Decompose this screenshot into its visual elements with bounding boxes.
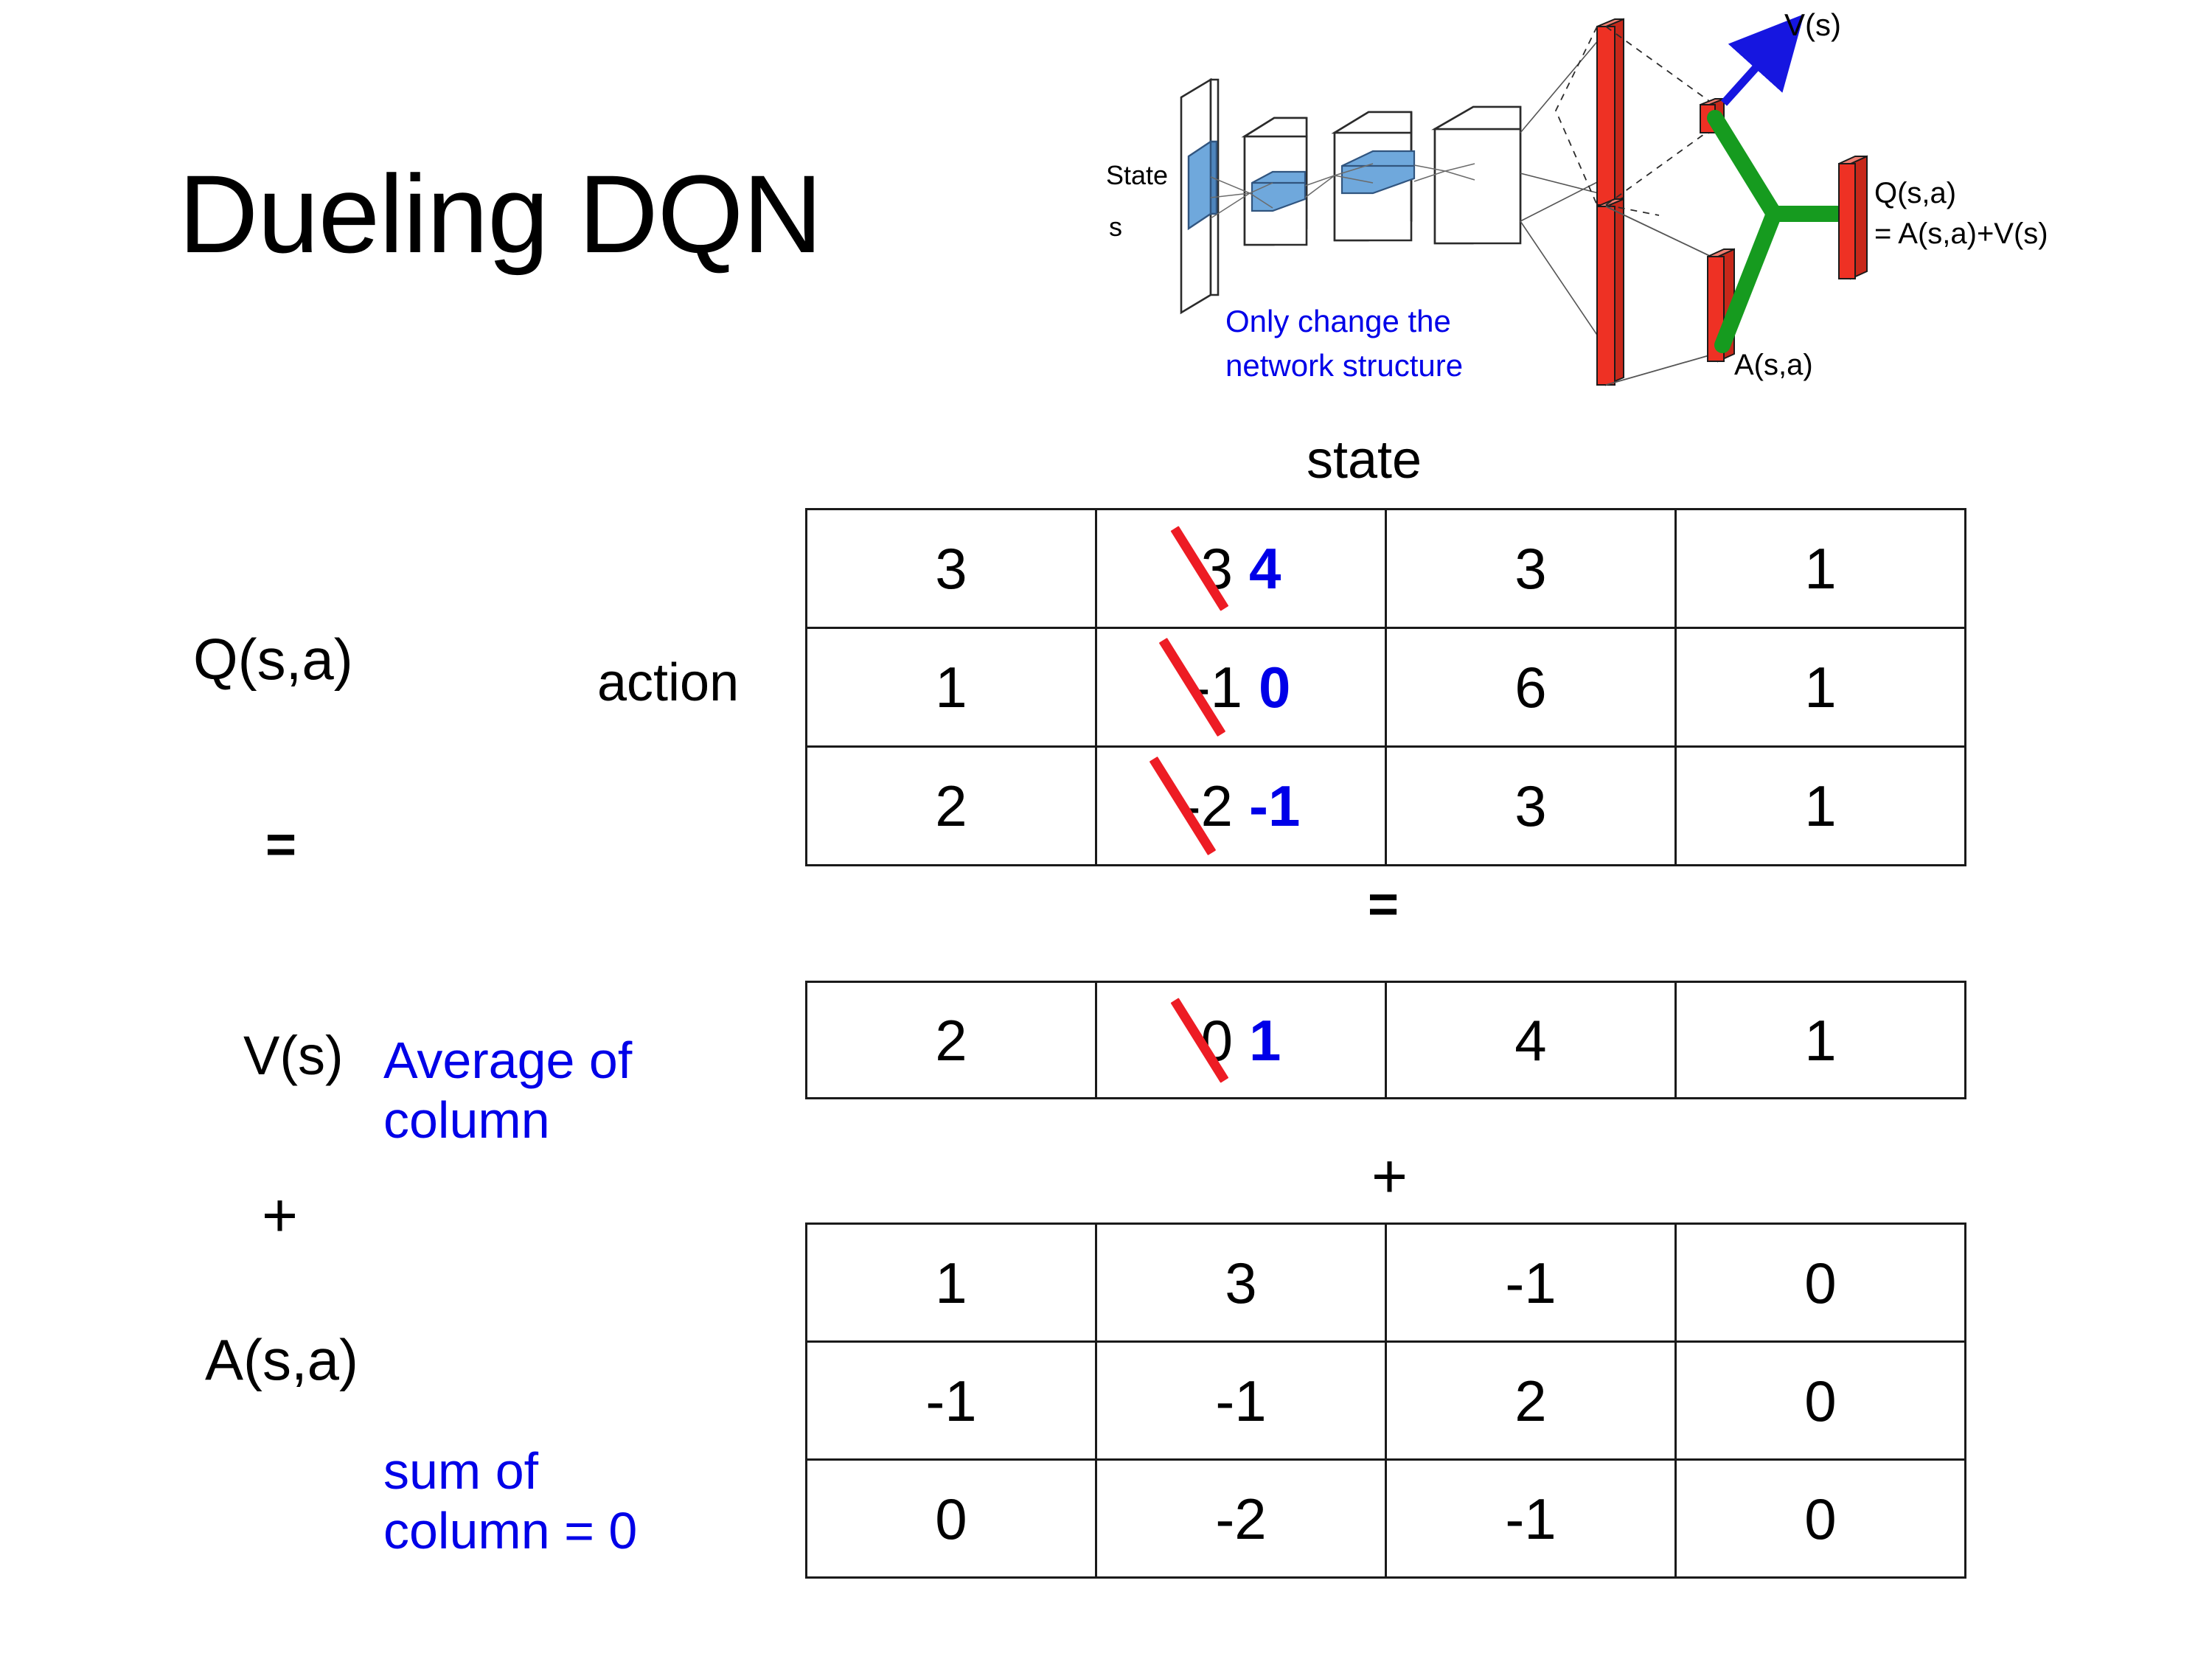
red-strikethrough-icon — [1159, 637, 1226, 737]
table-cell: 2 — [805, 981, 1097, 1099]
equals-sign-left: = — [265, 815, 296, 874]
table-cell: -1 — [1385, 1222, 1677, 1343]
action-axis-label: action — [597, 653, 740, 712]
table-cell: -2 — [1095, 1458, 1387, 1579]
red-strikethrough-icon — [1150, 756, 1217, 856]
state-axis-label: state — [1307, 431, 1422, 490]
table-cell: 1 — [805, 1222, 1097, 1343]
table-cell: 1 — [1674, 627, 1966, 748]
dueling-network-diagram: State s Only change the network structur… — [1099, 0, 2212, 413]
plus-sign-left: + — [262, 1180, 299, 1250]
table-cell: -1 — [1385, 1458, 1677, 1579]
table-cell: 2 — [1385, 1340, 1677, 1461]
svg-text:Q(s,a): Q(s,a) — [1874, 177, 1956, 209]
q-function-label: Q(s,a) — [193, 627, 353, 692]
corrected-new-value: -1 — [1249, 773, 1301, 838]
table-cell: 6 — [1385, 627, 1677, 748]
table-cell: 0 — [1674, 1222, 1966, 1343]
table-cell: -1 — [805, 1340, 1097, 1461]
svg-text:V(s): V(s) — [1784, 7, 1841, 42]
corrected-new-value: 1 — [1249, 1007, 1281, 1073]
corrected-new-value: 4 — [1249, 536, 1281, 601]
average-of-column-note: Average of column — [383, 1031, 632, 1150]
corrected-new-value: 0 — [1258, 655, 1291, 720]
table-cell: 0 — [1674, 1458, 1966, 1579]
table-cell: 2 — [805, 745, 1097, 866]
table-cell: 3 — [805, 508, 1097, 629]
svg-text:= A(s,a)+V(s): = A(s,a)+V(s) — [1874, 218, 2048, 250]
red-strikethrough-icon — [1170, 997, 1229, 1083]
sum-note-line-1: sum of — [383, 1442, 539, 1500]
red-strikethrough-icon — [1170, 526, 1229, 611]
table-cell: -2-1 — [1095, 745, 1387, 866]
sum-note-line-2: column = 0 — [383, 1502, 638, 1560]
plus-sign-between-v-and-a: + — [1371, 1141, 1408, 1211]
table-cell: 3 — [1385, 508, 1677, 629]
equals-sign-between-q-and-v: = — [1368, 875, 1399, 934]
table-cell: 0 — [805, 1458, 1097, 1579]
struck-old-value: 0 — [1170, 997, 1233, 1083]
table-cell: -1 — [1095, 1340, 1387, 1461]
v-function-label: V(s) — [243, 1025, 344, 1086]
svg-text:network structure: network structure — [1225, 348, 1463, 383]
table-cell: 1 — [1674, 745, 1966, 866]
edited-cell: -2-1 — [1097, 748, 1385, 864]
avg-note-line-2: column — [383, 1091, 550, 1150]
svg-text:State: State — [1106, 160, 1168, 190]
svg-text:s: s — [1109, 212, 1122, 242]
struck-old-value: -1 — [1159, 637, 1242, 737]
svg-text:A(s,a): A(s,a) — [1734, 349, 1813, 381]
struck-old-value: -2 — [1150, 756, 1233, 856]
avg-note-line-1: Average of — [383, 1032, 633, 1089]
sum-of-column-note: sum of column = 0 — [383, 1441, 637, 1561]
a-function-label: A(s,a) — [205, 1327, 359, 1392]
table-cell: 3 — [1095, 1222, 1387, 1343]
table-cell: 4 — [1385, 981, 1677, 1099]
table-cell: 3 — [1385, 745, 1677, 866]
struck-old-value: 3 — [1170, 526, 1233, 611]
table-cell: 1 — [805, 627, 1097, 748]
svg-text:Only change the: Only change the — [1225, 304, 1451, 338]
table-cell: 1 — [1674, 981, 1966, 1099]
table-cell: 0 — [1674, 1340, 1966, 1461]
table-cell: 1 — [1674, 508, 1966, 629]
page-title: Dueling DQN — [178, 152, 823, 276]
